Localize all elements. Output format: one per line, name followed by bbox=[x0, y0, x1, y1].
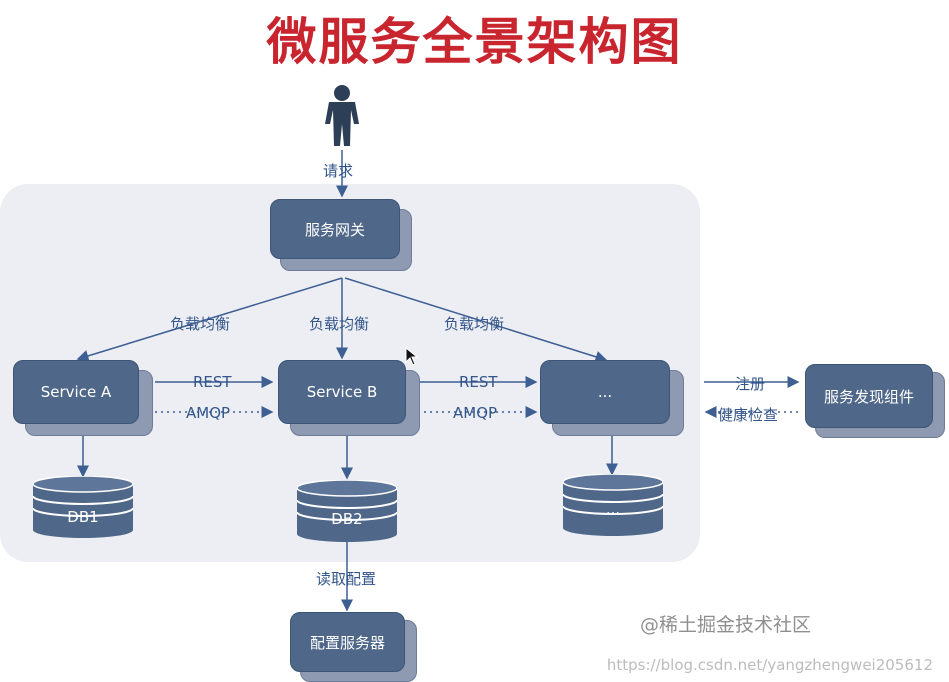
service-c-node: ... bbox=[540, 360, 684, 436]
service-a-label: Service A bbox=[13, 360, 139, 424]
service-c-label: ... bbox=[540, 360, 670, 424]
service-b-label: Service B bbox=[278, 360, 406, 424]
database-icon bbox=[32, 475, 134, 538]
amqp-label-2: AMQP bbox=[453, 404, 498, 422]
database-icon bbox=[562, 473, 664, 536]
db1-node: DB1 bbox=[32, 475, 134, 538]
rest-label-1: REST bbox=[193, 373, 232, 391]
discovery-node: 服务发现组件 bbox=[805, 364, 945, 438]
lb-label-3: 负载均衡 bbox=[444, 315, 505, 333]
lb-arrow-c bbox=[344, 277, 608, 363]
diagram-title: 微服务全景架构图 bbox=[266, 13, 683, 71]
service-a-node: Service A bbox=[13, 360, 153, 436]
url-watermark: https://blog.csdn.net/yangzhengwei205612 bbox=[606, 656, 933, 674]
db3-label: ... bbox=[605, 500, 621, 518]
gateway-label: 服务网关 bbox=[270, 199, 400, 259]
health-check-label: 健康检查 bbox=[718, 406, 779, 424]
lb-arrow-a bbox=[76, 277, 343, 362]
read-config-label: 读取配置 bbox=[316, 570, 377, 588]
amqp-label-1: AMQP bbox=[186, 404, 231, 422]
rest-label-2: REST bbox=[459, 373, 498, 391]
brand-watermark: @稀土掘金技术社区 bbox=[640, 614, 812, 636]
gateway-node: 服务网关 bbox=[270, 199, 412, 271]
user-icon bbox=[325, 85, 359, 146]
service-b-node: Service B bbox=[278, 360, 420, 436]
db2-label: DB2 bbox=[331, 510, 363, 528]
request-label: 请求 bbox=[323, 162, 354, 180]
config-server-node: 配置服务器 bbox=[290, 612, 417, 682]
discovery-label: 服务发现组件 bbox=[805, 364, 933, 428]
mouse-cursor-icon bbox=[405, 347, 419, 366]
db3-node: ... bbox=[562, 473, 664, 536]
lb-label-1: 负载均衡 bbox=[170, 315, 231, 333]
db1-label: DB1 bbox=[67, 508, 99, 526]
register-label: 注册 bbox=[735, 375, 766, 393]
lb-label-2: 负载均衡 bbox=[309, 315, 370, 333]
db2-node: DB2 bbox=[296, 479, 398, 542]
database-icon bbox=[296, 479, 398, 542]
config-server-label: 配置服务器 bbox=[290, 612, 405, 672]
